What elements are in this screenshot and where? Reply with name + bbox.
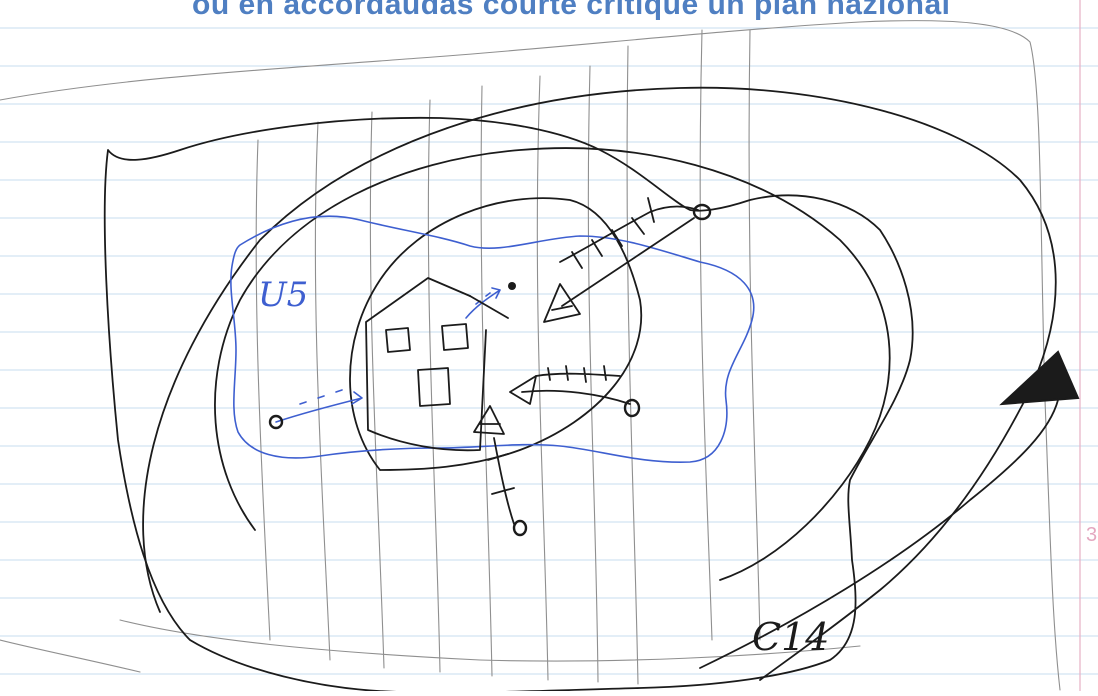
rail-line-east — [535, 365, 621, 383]
node-west — [268, 414, 284, 430]
triangle-marker-top — [543, 283, 581, 323]
rail-line-northeast — [559, 205, 699, 263]
building-outline — [365, 277, 487, 452]
node-points — [268, 203, 712, 537]
blue-zone-outline — [230, 215, 755, 463]
connector-northeast — [561, 217, 695, 307]
main-arrow-line — [699, 399, 1059, 669]
outer-contour — [103, 116, 914, 694]
window-1 — [385, 327, 411, 353]
ellipse-contour-outer — [142, 86, 1057, 681]
triangle-marker-bottom — [473, 405, 505, 435]
node-center — [508, 282, 516, 290]
page-title: où en accordaudas courte critique un pla… — [192, 0, 951, 21]
window-3 — [417, 367, 451, 407]
main-arrow-head — [999, 350, 1080, 406]
node-south — [512, 519, 528, 537]
node-east — [623, 398, 641, 418]
node-northeast — [692, 203, 712, 221]
blue-arrow-left — [275, 391, 363, 423]
outer-zone-label: C14 — [752, 615, 829, 659]
blue-zone-label: U5 — [258, 275, 308, 315]
triangle-marker-middle — [509, 375, 537, 405]
pencil-hatching — [255, 29, 761, 685]
outer-boundary — [0, 20, 1061, 691]
ruled-lines — [0, 27, 1098, 675]
rail-line-south — [487, 437, 515, 525]
window-2 — [441, 323, 469, 351]
connector-east — [521, 389, 631, 405]
ellipse-contour-inner — [349, 197, 643, 471]
page-number: 3 — [1086, 524, 1098, 546]
ellipse-contour-middle — [214, 147, 891, 581]
